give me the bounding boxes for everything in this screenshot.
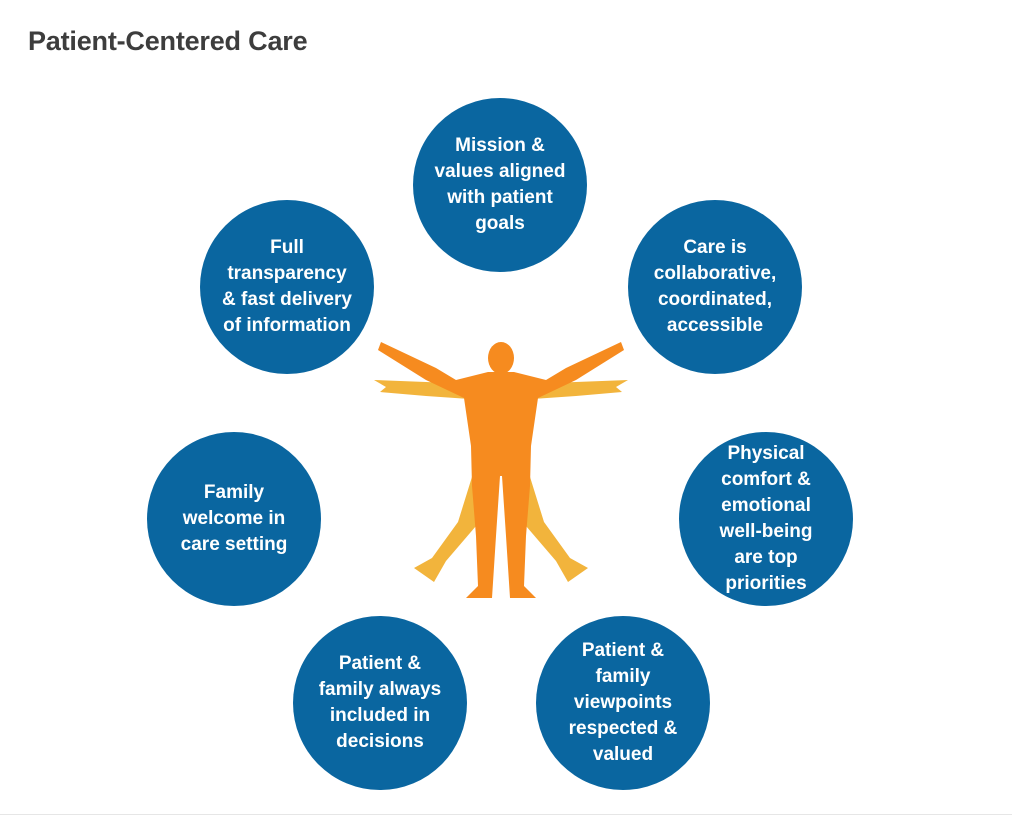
- principle-circle-family-welcome: Family welcome in care setting: [147, 432, 321, 606]
- principle-text: well-being: [719, 521, 813, 542]
- principle-text: collaborative,: [653, 263, 777, 284]
- principle-text: priorities: [725, 573, 807, 594]
- principle-text: valued: [592, 744, 654, 765]
- principle-text: Patient &: [581, 640, 665, 661]
- principle-text: welcome in: [182, 508, 286, 529]
- principle-text: viewpoints: [573, 692, 673, 713]
- principle-text: goals: [475, 213, 525, 234]
- principle-text: Care is: [683, 237, 747, 258]
- principle-circle-collaborative-care: Care is collaborative, coordinated, acce…: [628, 200, 802, 374]
- principle-text: Physical: [727, 443, 805, 464]
- principle-text: Full: [270, 237, 304, 258]
- human-figure-icon: [374, 342, 628, 598]
- page-title: Patient-Centered Care: [28, 26, 308, 56]
- principle-text: accessible: [666, 315, 764, 336]
- principle-circle-viewpoints: Patient & family viewpoints respected & …: [536, 616, 710, 790]
- principle-text: decisions: [336, 731, 424, 752]
- principle-text: respected &: [568, 718, 678, 739]
- principle-circle-decisions: Patient & family always included in deci…: [293, 616, 467, 790]
- principle-text: comfort &: [721, 469, 811, 490]
- principle-text: Mission &: [455, 135, 545, 156]
- principle-text: included in: [329, 705, 431, 726]
- principle-text: coordinated,: [657, 289, 772, 310]
- principle-circle-transparency: Full transparency & fast delivery of inf…: [200, 200, 374, 374]
- principle-circle-mission: Mission & values aligned with patient go…: [413, 98, 587, 272]
- principle-text: care setting: [180, 534, 288, 555]
- principle-text: Patient &: [338, 653, 422, 674]
- bottom-divider: [0, 814, 1012, 815]
- principle-text: of information: [223, 315, 351, 336]
- principle-text: & fast delivery: [222, 289, 352, 310]
- principle-circle-comfort: Physical comfort & emotional well-being …: [679, 432, 853, 606]
- principle-text: with patient: [447, 187, 553, 208]
- principle-text: family: [595, 666, 651, 687]
- principle-text: family always: [318, 679, 442, 700]
- principle-text: emotional: [721, 495, 811, 516]
- principle-text: values aligned: [434, 161, 566, 182]
- principle-text: are top: [734, 547, 798, 568]
- principle-text: Family: [203, 482, 265, 503]
- principle-text: transparency: [227, 263, 347, 284]
